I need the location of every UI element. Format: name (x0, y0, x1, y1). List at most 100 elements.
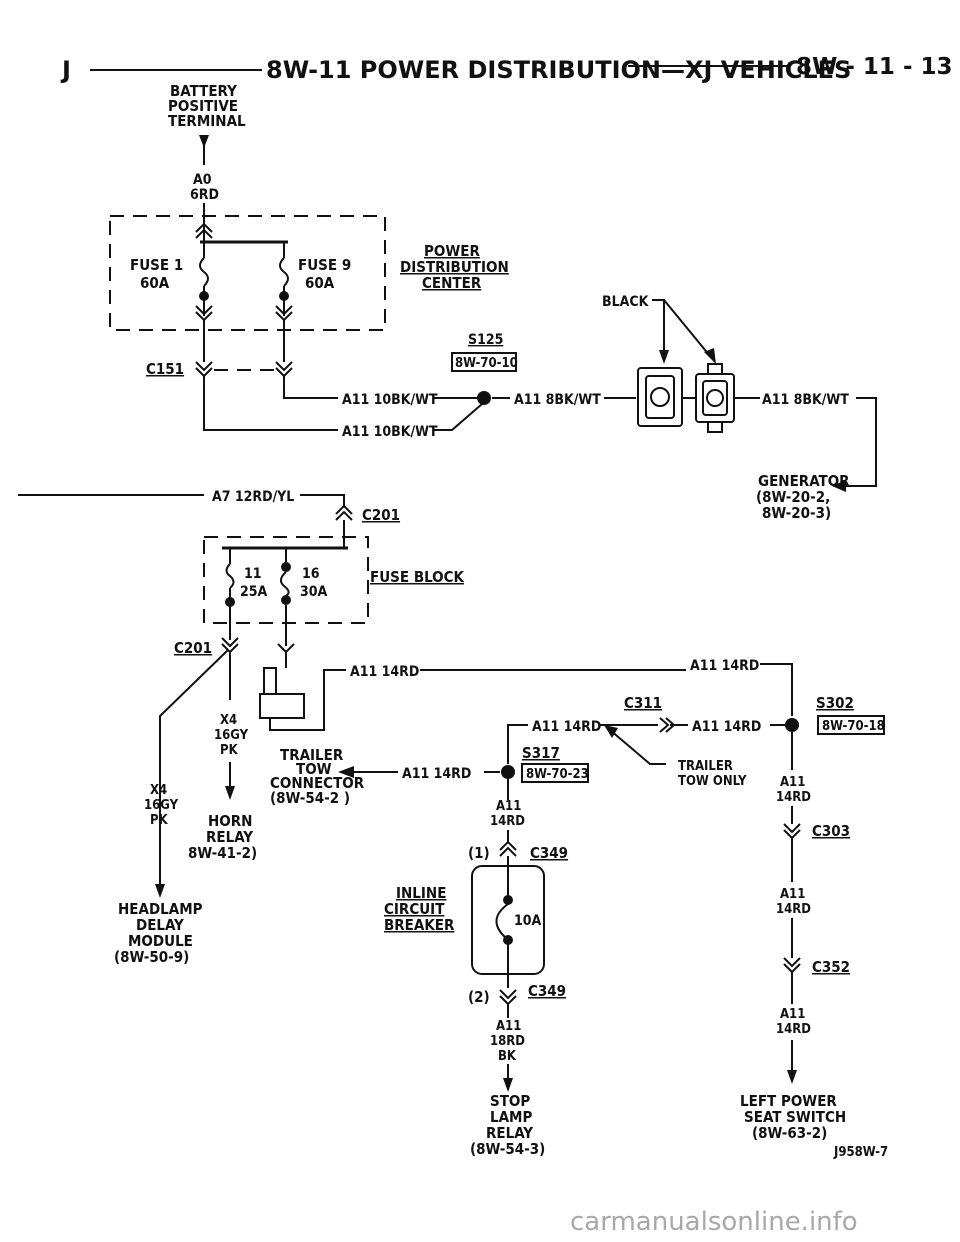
svg-text:SEAT SWITCH: SEAT SWITCH (744, 1108, 846, 1126)
fuse9-element-icon (279, 257, 289, 287)
wire-a11-14rd-c311-right: A11 14RD (692, 719, 761, 735)
fuse16-element-icon (280, 571, 290, 597)
fuse11-label: 11 (244, 566, 262, 582)
c349-2-label: C349 (528, 982, 566, 1000)
svg-text:(8W-63-2): (8W-63-2) (752, 1124, 827, 1142)
s302-ref: 8W-70-18 (822, 719, 885, 734)
wire-to-generator (840, 397, 877, 487)
s125-ref-box (451, 352, 517, 372)
watermark: carmanualsonline.info (570, 1207, 858, 1237)
pdc-box (109, 215, 386, 331)
svg-text:A11: A11 (496, 1019, 521, 1034)
c349-1-label: C349 (530, 844, 568, 862)
trailer-tow-connector-label: TRAILER TOW CONNECTOR (8W-54-2 ) (270, 746, 365, 807)
svg-text:(8W-54-3): (8W-54-3) (470, 1140, 545, 1158)
svg-text:MODULE: MODULE (128, 932, 193, 950)
svg-text:A0: A0 (193, 172, 212, 188)
black-leader-left (652, 299, 665, 356)
stop-lamp-relay-label: STOP LAMP RELAY (8W-54-3) (470, 1092, 545, 1158)
svg-text:X4: X4 (220, 713, 237, 728)
svg-text:LAMP: LAMP (490, 1108, 532, 1126)
header-left: J (60, 56, 71, 84)
trailer-tow-only-arrow-icon (604, 725, 618, 738)
svg-text:CENTER: CENTER (422, 274, 482, 292)
battery-arrow-icon (199, 135, 209, 148)
wire-a11-10bk-lower (203, 376, 338, 431)
black-arrow-right-icon (704, 348, 716, 364)
battery-label: BATTERY POSITIVE TERMINAL (168, 82, 246, 130)
header-title: 8W-11 POWER DISTRIBUTION—XJ VEHICLES (266, 56, 851, 84)
svg-text:14RD: 14RD (776, 790, 811, 805)
wire-a11-10bk-upper (283, 376, 338, 399)
svg-text:TRAILER: TRAILER (678, 759, 733, 774)
c201-bottom-label: C201 (174, 639, 212, 657)
black-arrow-left-icon (659, 350, 669, 364)
c349-1-num: (1) (468, 844, 490, 862)
fuse1-rating: 60A (140, 274, 170, 292)
fuse9-label: FUSE 9 (298, 256, 351, 274)
black-leader-right (663, 299, 711, 357)
wire-a11-10bk-label-2: A11 10BK/WT (342, 424, 438, 440)
fuse-block-label: FUSE BLOCK (370, 568, 465, 586)
c151-label: C151 (146, 360, 184, 378)
svg-text:HORN: HORN (208, 812, 252, 830)
c311-label: C311 (624, 694, 662, 712)
headlamp-arrow-icon (155, 884, 165, 898)
left-seat-arrow-icon (787, 1070, 797, 1084)
svg-text:16GY: 16GY (214, 728, 249, 743)
pdc-label: POWER DISTRIBUTION CENTER (400, 242, 509, 292)
svg-text:POWER: POWER (424, 242, 480, 260)
headlamp-module-label: HEADLAMP DELAY MODULE (8W-50-9) (114, 900, 203, 966)
horn-relay-label: HORN RELAY 8W-41-2) (188, 812, 257, 862)
fuse1-element-icon (199, 257, 209, 287)
svg-text:16GY: 16GY (144, 798, 179, 813)
svg-text:BK: BK (498, 1049, 517, 1064)
c352-connector-icon (783, 957, 801, 974)
c201-bottom-connector-icon (221, 637, 239, 654)
breaker-terminal-bottom (503, 935, 513, 945)
svg-text:X4: X4 (150, 783, 167, 798)
svg-text:TOW: TOW (296, 760, 332, 778)
svg-text:TRAILER: TRAILER (280, 746, 344, 764)
wire-a7-label: A7 12RD/YL (212, 489, 294, 505)
fuse1-label: FUSE 1 (130, 256, 183, 274)
c311-connector-icon (659, 717, 676, 733)
wire-trailer-feed (269, 669, 346, 731)
c352-label: C352 (812, 958, 850, 976)
c349-1-connector-icon (499, 840, 517, 857)
svg-text:CONNECTOR: CONNECTOR (270, 774, 365, 792)
generator-connector-left-icon (637, 367, 683, 427)
svg-text:GENERATOR: GENERATOR (758, 472, 850, 490)
c349-2-connector-icon (499, 989, 517, 1006)
s317-ref: 8W-70-23 (526, 767, 589, 782)
generator-connector-right-icon (695, 363, 735, 433)
svg-text:BREAKER: BREAKER (384, 916, 455, 934)
wire-a11-14rd-top-right: A11 14RD (690, 658, 759, 674)
wire-a11-14rd-right-1-label: A11 14RD (776, 775, 811, 805)
c151-connector-right-icon (275, 361, 293, 378)
wire-a11-10bk-label-1: A11 10BK/WT (342, 392, 438, 408)
svg-text:(8W-20-2,: (8W-20-2, (756, 488, 830, 506)
s125-ref: 8W-70-10 (455, 356, 518, 371)
svg-text:14RD: 14RD (776, 902, 811, 917)
trailer-connector-arrow-icon (338, 766, 354, 778)
horn-relay-arrow-icon (225, 786, 235, 800)
generator-arrow-icon (832, 480, 846, 492)
fuse16-label: 16 (302, 566, 320, 582)
pdc-connector-top-icon (195, 222, 213, 239)
wire-x4-center-label: X4 16GY PK (214, 713, 249, 758)
fuse11-rating: 25A (240, 584, 268, 600)
svg-text:PK: PK (220, 743, 239, 758)
c151-connector-left-icon (195, 361, 213, 378)
wire-a11-8bk-label-2: A11 8BK/WT (762, 392, 849, 408)
svg-text:PK: PK (150, 813, 169, 828)
svg-text:RELAY: RELAY (486, 1124, 533, 1142)
header-page: 8W - 11 - 13 (796, 54, 953, 80)
svg-text:STOP: STOP (490, 1092, 530, 1110)
fuse9-rating: 60A (305, 274, 335, 292)
svg-text:DISTRIBUTION: DISTRIBUTION (400, 258, 509, 276)
fuse11-element-icon (225, 563, 235, 589)
s302-splice-dot (785, 718, 799, 732)
left-power-seat-switch-label: LEFT POWER SEAT SWITCH (8W-63-2) (740, 1092, 846, 1142)
s125-label: S125 (468, 332, 503, 348)
